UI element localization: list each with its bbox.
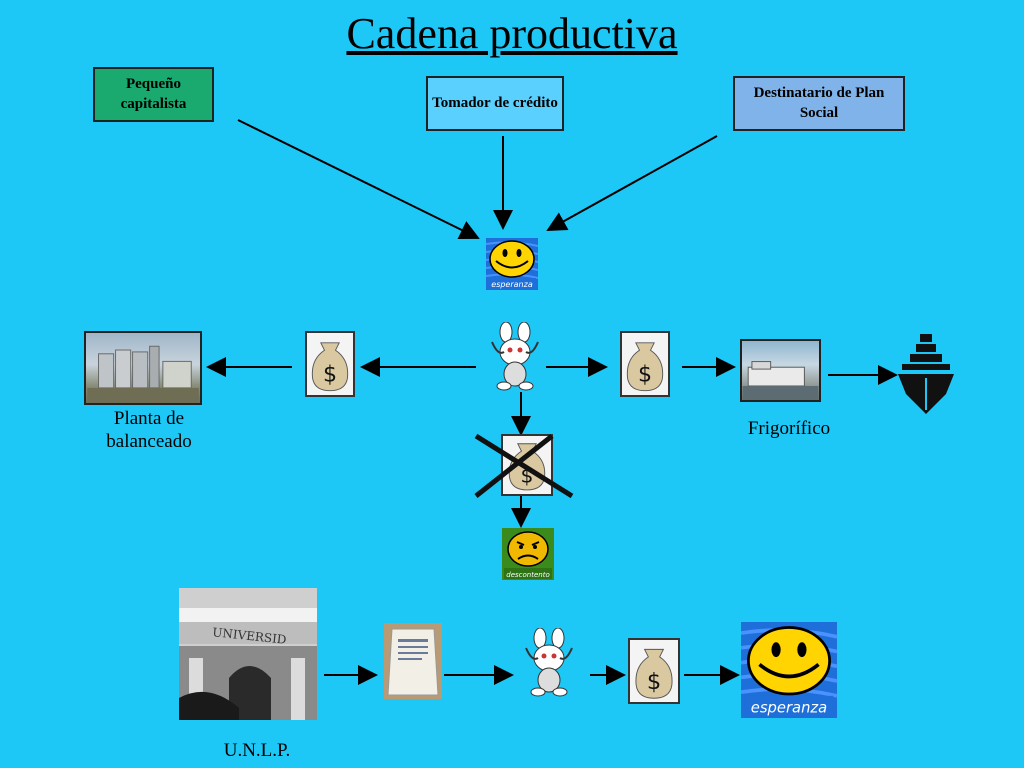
money-bag-right: $ [620, 331, 670, 397]
descontento-text: descontento [506, 571, 549, 579]
unlp-building-image: UNIVERSID [179, 588, 317, 720]
money-bag-bottom: $ [628, 638, 680, 704]
esperanza-badge-bottom: esperanza [741, 622, 837, 718]
box-destinatario-label: Destinatario de Plan Social [753, 85, 885, 121]
page-title: Cadena productiva [346, 9, 678, 58]
box-destinatario-plan-social: Destinatario de Plan Social [733, 76, 905, 131]
esperanza-text: esperanza [751, 699, 827, 716]
esperanza-badge-top: esperanza [486, 238, 538, 290]
planta-balanceado-image [84, 331, 202, 405]
dollar-sign: $ [521, 464, 534, 488]
rabbit-covering-ears-bottom [518, 628, 580, 698]
box-tomador-label: Tomador de crédito [432, 94, 558, 111]
dollar-sign: $ [647, 669, 661, 695]
arrow-destinatario-to-esperanza [546, 135, 718, 231]
frigorifico-image [740, 339, 821, 402]
descontento-badge: descontento [502, 528, 554, 580]
frigorifico-label: Frigorífico [747, 418, 831, 439]
box-pequeno-capitalista: Pequeño capitalista [93, 67, 214, 122]
ship-icon [896, 332, 956, 416]
box-tomador-de-credito: Tomador de crédito [426, 76, 564, 131]
dollar-sign: $ [638, 362, 652, 387]
feed-bag-image [384, 623, 442, 699]
box-pequeno-label: Pequeño capitalista [120, 76, 187, 112]
unlp-label: U.N.L.P. [223, 740, 291, 761]
money-bag-left: $ [305, 331, 355, 397]
dollar-sign: $ [323, 362, 337, 387]
rabbit-covering-ears-top [484, 322, 546, 392]
arrow-pequeno-to-esperanza [237, 119, 480, 240]
esperanza-text: esperanza [491, 280, 533, 289]
money-bag-crossed: $ [501, 434, 553, 496]
planta-balanceado-label: Planta de balanceado [106, 408, 192, 452]
